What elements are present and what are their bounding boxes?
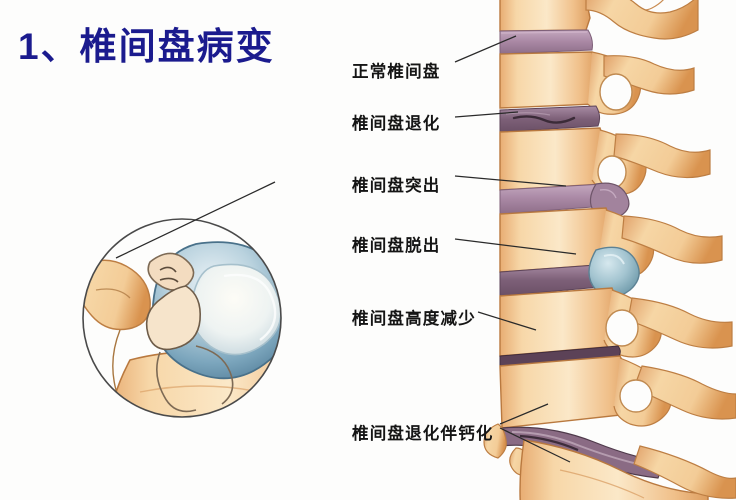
vertebra-body-6	[499, 355, 736, 429]
vertebra-sacrum	[519, 439, 736, 500]
inset-circle-border	[82, 218, 282, 418]
leader-disc-extrusion	[454, 238, 577, 255]
vertebra-body-1	[499, 0, 699, 40]
spine-column-graphic	[483, 0, 736, 500]
label-disc-height-loss: 椎间盘高度减少	[352, 310, 476, 328]
leader-disc-protrusion	[454, 175, 567, 187]
vertebra-body-3	[499, 127, 711, 195]
leader-calcification-a	[499, 403, 549, 425]
leader-inset-connector	[115, 181, 276, 259]
disc-degenerated	[499, 105, 601, 133]
leader-disc-height-loss	[477, 311, 537, 331]
leader-lines-group	[115, 35, 577, 463]
inset-detail-circle	[82, 218, 282, 418]
leader-disc-degeneration	[454, 111, 519, 118]
label-disc-extrusion: 椎间盘脱出	[352, 237, 441, 255]
page-title: 1、椎间盘病变	[18, 26, 275, 67]
label-disc-calcification: 椎间盘退化伴钙化	[352, 425, 494, 443]
vertebra-body-2	[499, 51, 695, 115]
label-disc-protrusion: 椎间盘突出	[352, 177, 441, 195]
leader-normal-disc	[454, 35, 517, 63]
disc-normal	[499, 29, 593, 55]
label-disc-degeneration: 椎间盘退化	[352, 115, 441, 133]
disc-extrusion-fragment	[499, 246, 640, 298]
label-normal-disc: 正常椎间盘	[352, 63, 441, 81]
vertebra-body-5	[499, 287, 733, 358]
leader-calcification-b	[499, 427, 571, 463]
